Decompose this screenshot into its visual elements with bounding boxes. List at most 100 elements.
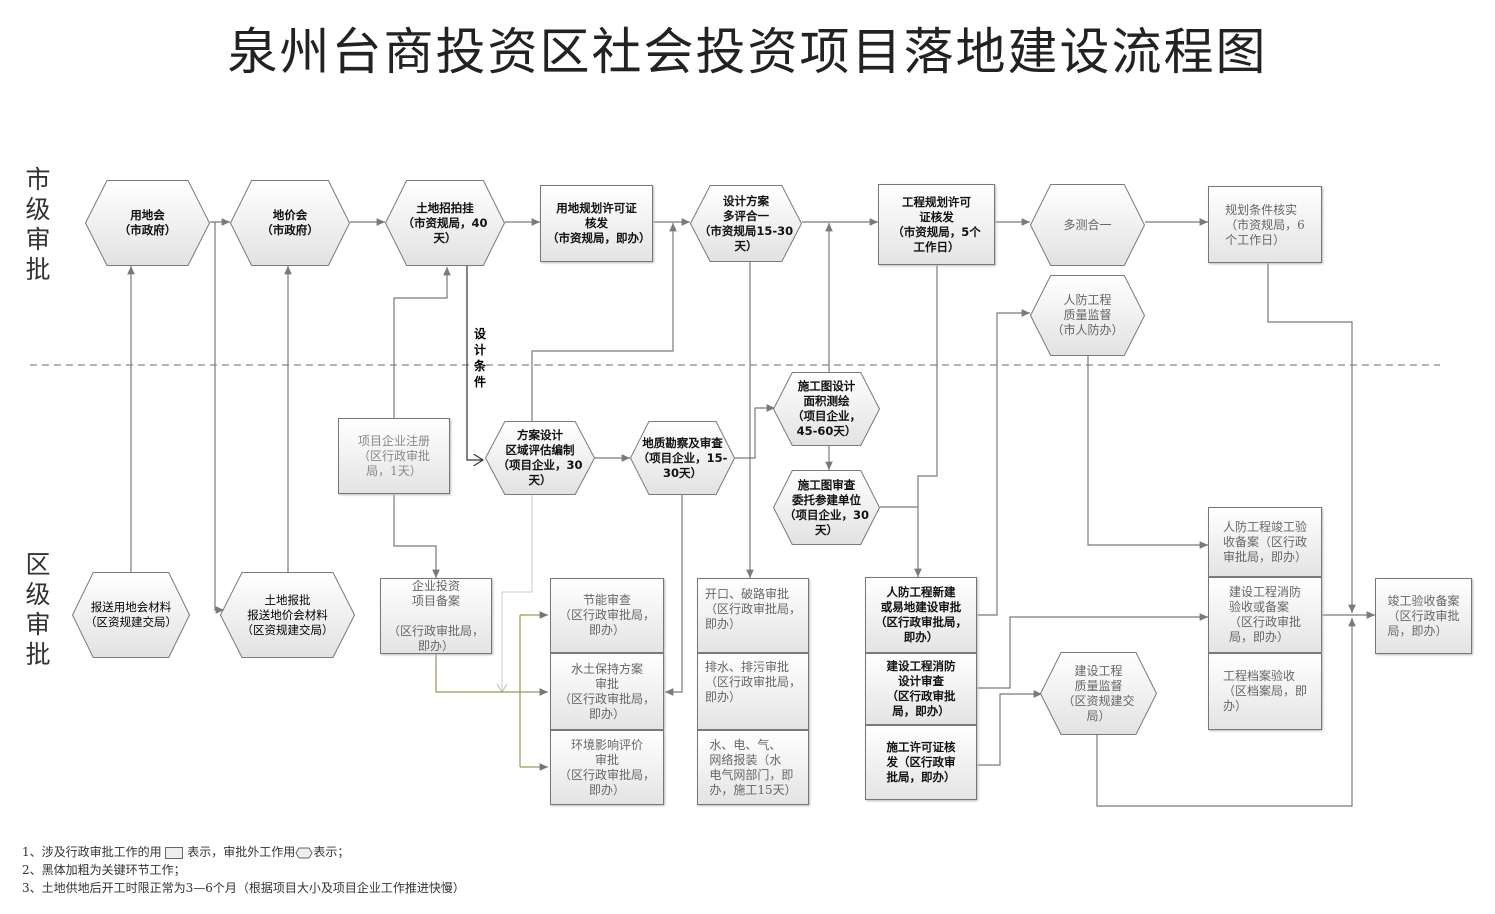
hexagon-shape (484, 421, 596, 495)
node-land-price-meeting[interactable]: 地价会 （市政府） (229, 180, 351, 266)
arrow (502, 495, 533, 692)
hexagon-legend-icon (295, 847, 313, 858)
legend-notes: 1、涉及行政审批工作的用 表示，审批外工作用 表示； 2、黑体加粗为关键环节工作；… (22, 843, 465, 897)
hexagon-shape (629, 421, 736, 495)
node-label: 建设工程 质量监督 （区资规建交 局） (1062, 663, 1135, 723)
node-land-use-meeting[interactable]: 用地会 （市政府） (84, 180, 211, 266)
node-label: 排水、排污审批 （区行政审批局， 即办） (704, 660, 801, 704)
node-energy-review[interactable]: 节能审查 （区行政审批局， 即办） (550, 578, 664, 653)
node-utilities-installation[interactable]: 水、电、气、 网络报装（水 电气网部门，即 办，施工15天） (697, 730, 809, 805)
hexagon-shape (1029, 275, 1146, 356)
node-label: 人防工程竣工验 收备案（区行政 审批局，即办） (1222, 519, 1307, 564)
arrow (1267, 263, 1356, 613)
node-fire-acceptance[interactable]: 建设工程消防 验收或备案 （区行政审批 局，即办） (1208, 577, 1322, 653)
note-text: 表示，审批外工作用 (187, 845, 296, 859)
node-construction-drawing-review[interactable]: 施工图审查 委托参建单位 （项目企业，30 天） (772, 470, 881, 545)
node-submit-land-meeting-materials[interactable]: 报送用地会材料 （区资规建交局） (71, 572, 191, 658)
hexagon-shape (689, 185, 803, 262)
node-label: 设计方案 多评合一 （市资规局15-30 天） (698, 193, 794, 253)
node-label: 规划条件核实 （市资规局，6 个工作日） (1225, 203, 1305, 247)
node-label: 建设工程消防 验收或备案 （区行政审批 局，即办） (1228, 585, 1301, 644)
arrow (665, 495, 683, 696)
node-label: 水土保持方案 审批 （区行政审批局， 即办） (558, 661, 655, 721)
arrow (214, 222, 224, 614)
hexagon-shape (772, 372, 881, 446)
node-soil-water-approval[interactable]: 水土保持方案 审批 （区行政审批局， 即办） (550, 653, 664, 730)
node-label: 用地规划许可证 核发 （市资规局，即办） (547, 201, 651, 245)
node-company-registration[interactable]: 项目企业注册 （区行政审批 局，1天） (338, 418, 450, 494)
arrow (1096, 618, 1356, 807)
hexagon-shape (84, 180, 211, 266)
arrow (435, 654, 548, 696)
node-road-opening-approval[interactable]: 开口、破路审批 （区行政审批局， 即办） (697, 578, 809, 653)
arrow (393, 494, 440, 578)
arrow (1087, 356, 1208, 549)
hexagon-shape (219, 572, 356, 658)
node-label: 地价会 （市政府） (261, 208, 319, 237)
arrow (914, 265, 938, 577)
node-scheme-design[interactable]: 方案设计 区域评估编制 （项目企业，30 天） (484, 421, 596, 495)
node-civil-defense-approval[interactable]: 人防工程新建 或易地建设审批 （区行政审批局， 即办） (865, 577, 977, 653)
arrow (735, 404, 775, 459)
node-geological-survey[interactable]: 地质勘察及审查 （项目企业，15- 30天） (629, 421, 736, 495)
node-land-auction[interactable]: 土地招拍挂 （市资规局，40 天） (384, 180, 506, 266)
hexagon-shape (384, 180, 506, 266)
note-3: 3、土地供地后开工时限正常为3—6个月（根据项目大小及项目企业工作推进快慢） (22, 881, 465, 895)
node-label: 竣工验收备案 （区行政审批 局，即办） (1387, 593, 1460, 638)
node-label: 开口、破路审批 （区行政审批局， 即办） (704, 587, 801, 631)
node-environmental-approval[interactable]: 环境影响评价 审批 （区行政审批局， 即办） (550, 730, 664, 805)
node-label: 土地报批 报送地价会材料 （区资规建交局） (241, 592, 334, 637)
node-civil-defense-completion-filing[interactable]: 人防工程竣工验 收备案（区行政 审批局，即办） (1208, 507, 1322, 577)
node-label: 节能审查 （区行政审批局， 即办） (558, 593, 655, 637)
node-label: 人防工程新建 或易地建设审批 （区行政审批局， 即办） (875, 585, 967, 644)
edge-label-design-conditions: 设 计 条 件 (473, 327, 486, 389)
arrow (977, 309, 1030, 616)
node-land-planning-permit[interactable]: 用地规划许可证 核发 （市资规局，即办） (540, 185, 653, 262)
node-planning-verification[interactable]: 规划条件核实 （市资规局，6 个工作日） (1208, 186, 1322, 263)
node-label: 水、电、气、 网络报装（水 电气网部门，即 办，施工15天） (709, 737, 797, 797)
node-completion-filing[interactable]: 竣工验收备案 （区行政审批 局，即办） (1375, 578, 1472, 654)
node-label: 项目企业注册 （区行政审批 局，1天） (357, 433, 430, 478)
node-label: 报送用地会材料 （区资规建交局） (85, 600, 177, 629)
arrow (977, 613, 1208, 689)
node-label: 企业投资 项目备案 （区行政审批局， 即办） (387, 578, 484, 653)
node-investment-filing[interactable]: 企业投资 项目备案 （区行政审批局， 即办） (380, 578, 492, 654)
node-multi-survey[interactable]: 多测合一 (1029, 184, 1146, 266)
hexagon-shape (71, 572, 191, 658)
node-label: 人防工程 质量监督 （市人防办） (1051, 293, 1124, 337)
node-archive-acceptance[interactable]: 工程档案验收 （区档案局，即 办） (1208, 653, 1322, 730)
arrow (393, 267, 451, 418)
arrow (466, 266, 483, 460)
page-title: 泉州台商投资区社会投资项目落地建设流程图 (227, 23, 1268, 81)
node-design-review[interactable]: 设计方案 多评合一 （市资规局15-30 天） (689, 185, 803, 262)
node-land-approval[interactable]: 土地报批 报送地价会材料 （区资规建交局） (219, 572, 356, 658)
node-label: 施工图审查 委托参建单位 （项目企业，30 天） (783, 477, 869, 537)
node-engineering-planning-permit[interactable]: 工程规划许可 证核发 （市资规局，5个 工作日） (878, 184, 995, 265)
hexagon-shape (229, 180, 351, 266)
node-label: 环境影响评价 审批 （区行政审批局， 即办） (558, 737, 655, 797)
node-civil-defense-supervision[interactable]: 人防工程 质量监督 （市人防办） (1029, 275, 1146, 356)
node-construction-quality-supervision[interactable]: 建设工程 质量监督 （区资规建交 局） (1039, 652, 1158, 735)
node-label: 土地招拍挂 （市资规局，40 天） (402, 200, 488, 245)
node-label: 多测合一 (1063, 217, 1112, 232)
node-label: 建设工程消防 设计审查 （区行政审批 局，即办） (886, 659, 956, 718)
note-2: 2、黑体加粗为关键环节工作； (22, 863, 186, 877)
rectangle-legend-icon (165, 846, 184, 859)
node-drainage-approval[interactable]: 排水、排污审批 （区行政审批局， 即办） (697, 653, 809, 730)
node-construction-drawing-design[interactable]: 施工图设计 面积测绘 （项目企业， 45-60天） (772, 372, 881, 446)
node-label: 地质勘察及审查 （项目企业，15- 30天） (637, 435, 728, 480)
node-label: 施工图设计 面积测绘 （项目企业， 45-60天） (792, 379, 861, 438)
note-text: 表示； (313, 845, 350, 859)
section-label-city: 市 级 审 批 (25, 165, 51, 284)
hexagon-shape (1029, 184, 1146, 266)
arrow (977, 690, 1042, 766)
section-label-district: 区 级 审 批 (25, 550, 51, 669)
note-text: 1、涉及行政审批工作的用 (22, 845, 162, 859)
hexagon-shape (1039, 652, 1158, 735)
arrow (531, 223, 677, 421)
node-fire-design-review[interactable]: 建设工程消防 设计审查 （区行政审批 局，即办） (865, 653, 977, 725)
node-label: 工程档案验收 （区档案局，即 办） (1222, 669, 1307, 713)
hexagon-shape (772, 470, 881, 545)
node-construction-permit[interactable]: 施工许可证核 发（区行政审 批局，即办） (865, 725, 977, 800)
